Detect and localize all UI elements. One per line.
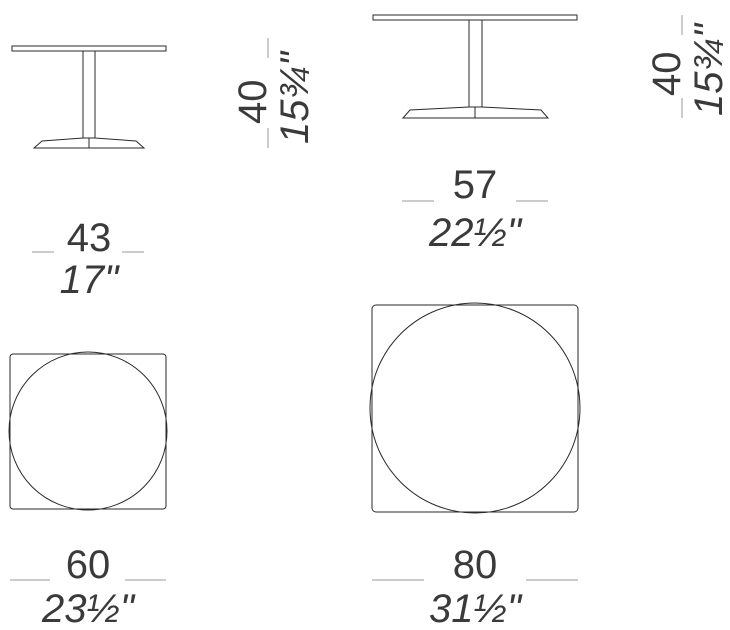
- large-table-height-dimension: 40 15¾": [645, 15, 730, 118]
- large-table-top: [372, 14, 578, 21]
- large-table-width-in: 22½": [428, 211, 523, 255]
- large-square-width-dimension: 80 31½": [372, 543, 578, 630]
- large-table-stem: [468, 19, 483, 116]
- large-square-outline: [371, 304, 579, 513]
- large-square-plan: [369, 302, 581, 514]
- large-square-width-in: 31½": [429, 587, 523, 630]
- small-table-height-dimension: 40 15¾": [231, 38, 317, 148]
- small-square-width-in: 23½": [41, 587, 136, 630]
- small-table-width-in: 17": [60, 258, 120, 302]
- small-table-stem: [82, 50, 96, 144]
- small-square-width-cm: 60: [66, 543, 111, 587]
- large-table-elevation: [372, 14, 578, 119]
- large-table-width-cm: 57: [453, 163, 498, 207]
- small-square-circle: [8, 351, 168, 511]
- large-square-width-cm: 80: [453, 543, 498, 587]
- small-table-elevation: [11, 45, 167, 149]
- small-square-outline: [9, 353, 167, 510]
- large-square-circle: [369, 302, 581, 514]
- small-table-width-dimension: 43 17": [32, 216, 144, 302]
- small-table-height-in: 15¾": [273, 50, 317, 144]
- large-table-height-in: 15¾": [687, 22, 730, 116]
- large-table-height-cm: 40: [645, 52, 689, 97]
- small-table-height-cm: 40: [231, 80, 275, 125]
- large-table-width-dimension: 57 22½": [402, 163, 548, 255]
- small-square-plan: [8, 351, 168, 511]
- small-table-top: [11, 45, 167, 52]
- small-table-width-cm: 43: [67, 216, 112, 260]
- small-square-width-dimension: 60 23½": [10, 543, 166, 630]
